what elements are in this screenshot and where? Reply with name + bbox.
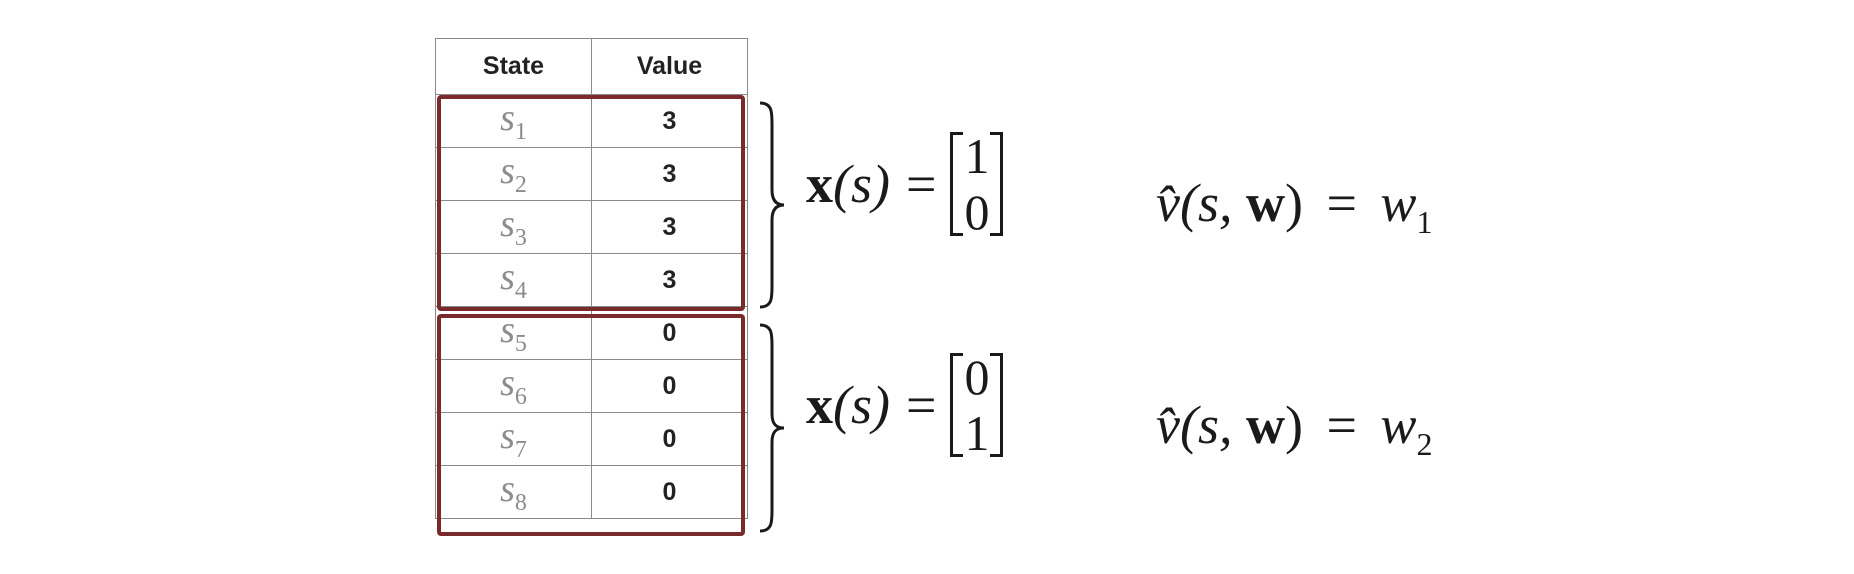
state-cell: s1: [435, 94, 592, 148]
group-2-brace: [759, 323, 785, 533]
state-cell: s5: [435, 306, 592, 360]
state-value-table: State Value s1 3 s2 3 s3 3 s4 3 s5: [435, 38, 748, 519]
value-cell: 0: [591, 465, 748, 519]
value-cell: 0: [591, 359, 748, 413]
table-row: s3 3: [435, 200, 748, 254]
feature-argument: (s): [833, 154, 890, 214]
value-hat-symbol: v̂: [1156, 173, 1180, 233]
equals-sign: =: [905, 154, 937, 214]
state-cell: s8: [435, 465, 592, 519]
group-2-value-approximation: v̂(s, w) = w2: [1156, 394, 1432, 463]
value-cell: 0: [591, 412, 748, 466]
state-value-table-wrap: State Value s1 3 s2 3 s3 3 s4 3 s5: [435, 38, 748, 519]
group-2-feature-formula: x (s) = 0 1: [806, 349, 1004, 461]
state-cell: s7: [435, 412, 592, 466]
weight-subscript: 1: [1416, 204, 1433, 240]
approx-args-open: (s,: [1179, 173, 1246, 233]
state-cell: s4: [435, 253, 592, 307]
value-cell: 3: [591, 147, 748, 201]
state-cell: s2: [435, 147, 592, 201]
state-cell: s3: [435, 200, 592, 254]
value-cell: 3: [591, 200, 748, 254]
weight-vector-symbol: w: [1245, 395, 1285, 455]
state-column-header: State: [435, 38, 592, 95]
value-cell: 3: [591, 253, 748, 307]
weight-subscript: 2: [1416, 426, 1433, 462]
group-1-feature-formula: x (s) = 1 0: [806, 128, 1004, 240]
vector-entry: 0: [964, 184, 990, 240]
value-column-header: Value: [591, 38, 748, 95]
state-cell: s6: [435, 359, 592, 413]
group-1-brace: [759, 101, 785, 309]
vector-entry: 1: [964, 405, 990, 461]
weight-symbol: w: [1380, 173, 1417, 233]
feature-symbol: x: [806, 154, 833, 214]
feature-vector: 0 1: [950, 349, 1004, 461]
feature-symbol: x: [806, 375, 833, 435]
approx-args-close: ): [1284, 173, 1303, 233]
value-cell: 0: [591, 306, 748, 360]
table-row: s2 3: [435, 147, 748, 201]
equals-sign: =: [905, 375, 937, 435]
value-hat-symbol: v̂: [1156, 395, 1180, 455]
approx-args-close: ): [1284, 395, 1303, 455]
table-row: s6 0: [435, 359, 748, 413]
equals-sign: =: [1326, 173, 1357, 233]
feature-vector: 1 0: [950, 128, 1004, 240]
feature-argument: (s): [833, 375, 890, 435]
table-row: s8 0: [435, 465, 748, 519]
vector-entry: 1: [964, 128, 990, 184]
weight-symbol: w: [1380, 395, 1417, 455]
table-row: s4 3: [435, 253, 748, 307]
table-header-row: State Value: [435, 38, 748, 95]
group-1-value-approximation: v̂(s, w) = w1: [1156, 172, 1432, 241]
equals-sign: =: [1326, 395, 1357, 455]
weight-vector-symbol: w: [1245, 173, 1285, 233]
value-cell: 3: [591, 94, 748, 148]
table-row: s7 0: [435, 412, 748, 466]
table-row: s1 3: [435, 94, 748, 148]
table-row: s5 0: [435, 306, 748, 360]
vector-entry: 0: [964, 349, 990, 405]
approx-args-open: (s,: [1179, 395, 1246, 455]
